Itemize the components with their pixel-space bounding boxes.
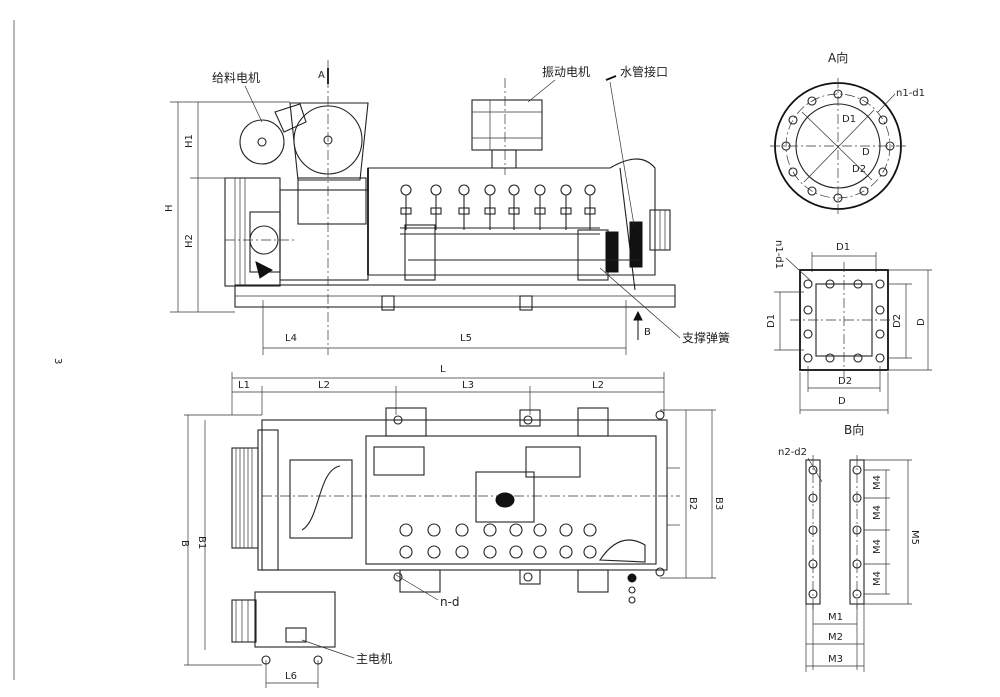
dim-m3: M3	[828, 654, 843, 665]
view-b-rail: B向 n2-d2 M4 M4 M4 M4 M5 M1	[778, 422, 920, 672]
dim-l2-right: L2	[592, 380, 604, 391]
section-a-mark: A	[318, 70, 325, 81]
dim-m4-b: M4	[872, 505, 883, 520]
dim-l3: L3	[462, 380, 474, 391]
front-elevation-view: A H H1 H2 L4 L5 B 给料电机 振动电机 水管接口 支撑弹簧	[164, 60, 730, 355]
nozzle	[560, 184, 572, 230]
support-spring-left	[404, 224, 436, 281]
nozzle	[584, 184, 596, 230]
label-n2d2: n2-d2	[778, 447, 807, 458]
mount-bracket	[385, 407, 427, 437]
label-water-inlet: 水管接口	[620, 64, 668, 79]
dim-l: L	[440, 364, 446, 375]
dim-d-bottom: D	[838, 396, 846, 407]
mount-bracket	[577, 569, 609, 593]
dim-d1-left: D1	[766, 314, 777, 328]
dim-h: H	[164, 204, 175, 212]
dim-l4: L4	[285, 333, 297, 344]
motor-mount-plan	[525, 446, 581, 478]
dim-m4-d: M4	[872, 571, 883, 586]
nozzle	[400, 184, 412, 230]
main-motor	[254, 591, 336, 648]
vibration-motor-plan	[475, 471, 535, 523]
label-n1d1-square: n1-d1	[773, 240, 784, 269]
drive-coupling-mark	[255, 261, 273, 279]
nozzle	[508, 184, 520, 230]
flange-bolt-holes	[781, 89, 895, 203]
square-flange-view: D1 n1-d1 D1 D2 D D2	[766, 240, 932, 414]
section-b-mark: B	[644, 327, 651, 338]
dim-b3: B3	[713, 497, 724, 510]
dim-b2: B2	[687, 497, 698, 510]
feed-motor	[239, 119, 285, 165]
label-vibration-motor: 振动电机	[542, 65, 590, 79]
dim-d2-round: D2	[852, 164, 866, 175]
dim-b1: B1	[196, 536, 207, 549]
support-spring-right	[577, 229, 609, 281]
dim-h2: H2	[184, 234, 195, 248]
dim-m5: M5	[909, 530, 920, 545]
nozzle	[534, 184, 546, 230]
motor-mount-plan	[373, 446, 425, 476]
vibration-motor	[471, 99, 543, 151]
nozzle	[458, 184, 470, 230]
label-view-b: B向	[844, 422, 864, 437]
dim-l1: L1	[238, 380, 250, 391]
view-a-flange: A向 D1 D D2 n1-d1	[770, 50, 925, 214]
dim-d1-top: D1	[836, 242, 850, 253]
dim-d-right: D	[916, 318, 927, 326]
nozzle	[430, 184, 442, 230]
label-view-a: A向	[828, 50, 848, 65]
feed-box	[297, 177, 367, 225]
label-n1d1-round: n1-d1	[896, 88, 925, 99]
dim-h1: H1	[184, 134, 195, 148]
plan-trough	[365, 435, 657, 565]
plan-frame	[261, 419, 668, 571]
dim-b: B	[179, 540, 190, 547]
dim-l6: L6	[285, 671, 297, 682]
dim-d1-round: D1	[842, 114, 856, 125]
dim-d2-right: D2	[892, 314, 903, 328]
dim-d2-bottom: D2	[838, 376, 852, 387]
water-pipe-section	[629, 221, 643, 268]
dim-d-round: D	[862, 147, 870, 158]
dim-l5: L5	[460, 333, 472, 344]
dim-m1: M1	[828, 612, 843, 623]
label-main-motor: 主电机	[356, 652, 392, 666]
label-feed-motor: 给料电机	[212, 71, 260, 85]
mount-bracket	[577, 407, 609, 437]
page-number: 3	[52, 358, 63, 364]
feeder-box-plan	[289, 459, 353, 539]
square-flange-holes	[803, 279, 885, 363]
label-nd: n-d	[440, 595, 460, 609]
dim-m2: M2	[828, 632, 843, 643]
rail-holes	[808, 465, 862, 599]
dim-m4-c: M4	[872, 539, 883, 554]
dim-m4-a: M4	[872, 475, 883, 490]
label-support-spring: 支撑弹簧	[682, 330, 730, 345]
dim-l2-left: L2	[318, 380, 330, 391]
plan-view: L L1 L2 L3 L2	[179, 364, 724, 688]
nozzle-row-plan	[399, 523, 597, 559]
spray-nozzle-array	[400, 184, 600, 235]
nozzle	[484, 184, 496, 230]
